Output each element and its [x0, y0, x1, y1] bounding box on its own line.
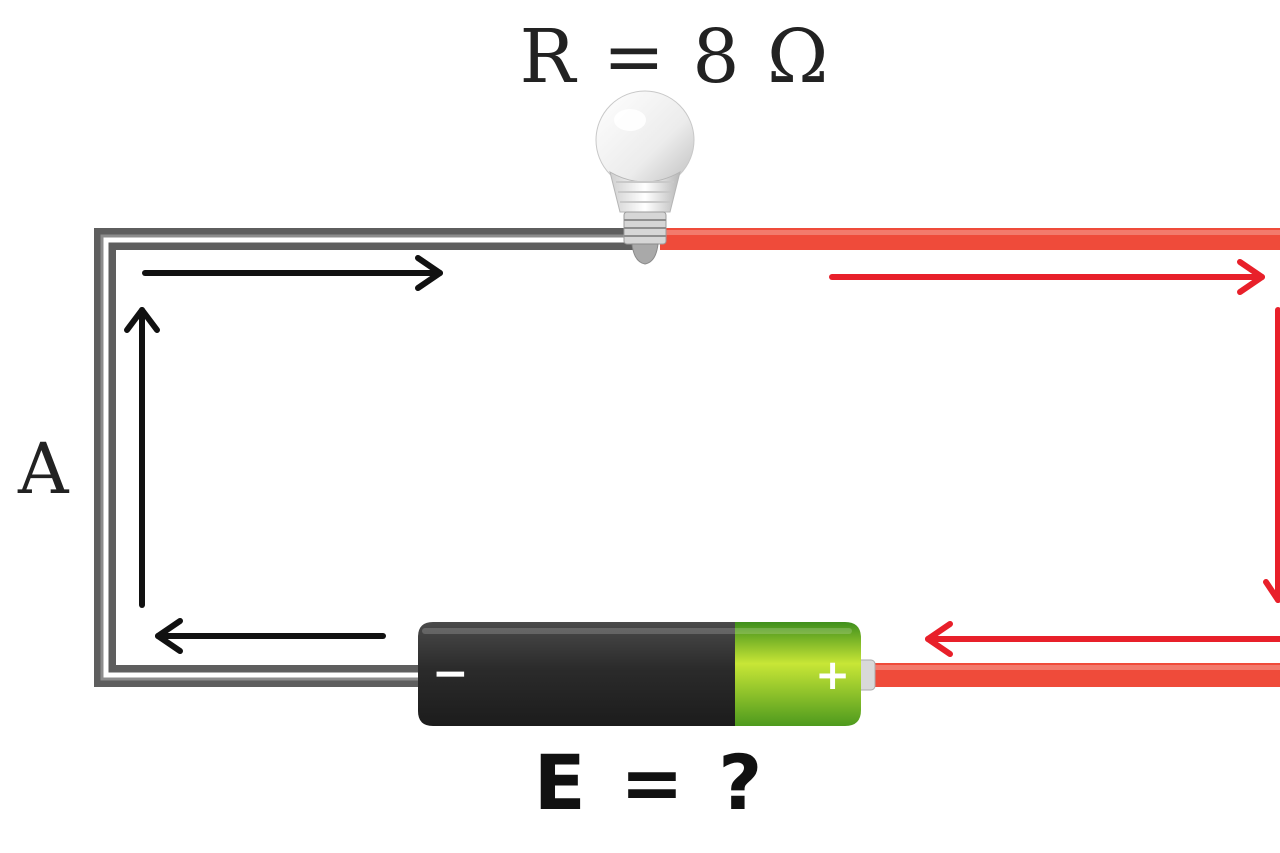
- current-arrows-high: [829, 259, 1280, 657]
- arrow-down-right: [1263, 307, 1280, 603]
- current-arrows-low: [124, 255, 443, 654]
- wire-low-potential: [94, 228, 635, 687]
- battery-positive-terminal-label: +: [815, 650, 851, 699]
- wire-high-potential: [660, 228, 1280, 687]
- arrow-up-left: [124, 307, 160, 608]
- light-bulb: [595, 90, 695, 265]
- point-a-label: A: [18, 428, 69, 510]
- arrow-right-top-left: [142, 255, 443, 291]
- arrow-right-top-right: [829, 259, 1265, 295]
- battery-negative-terminal-label: −: [432, 648, 469, 699]
- resistance-label: R = 8 Ω: [519, 14, 831, 100]
- emf-label: E = ?: [533, 738, 767, 827]
- arrow-left-bottom-right: [925, 621, 1280, 657]
- arrow-left-bottom-left: [155, 618, 386, 654]
- battery: [418, 622, 876, 726]
